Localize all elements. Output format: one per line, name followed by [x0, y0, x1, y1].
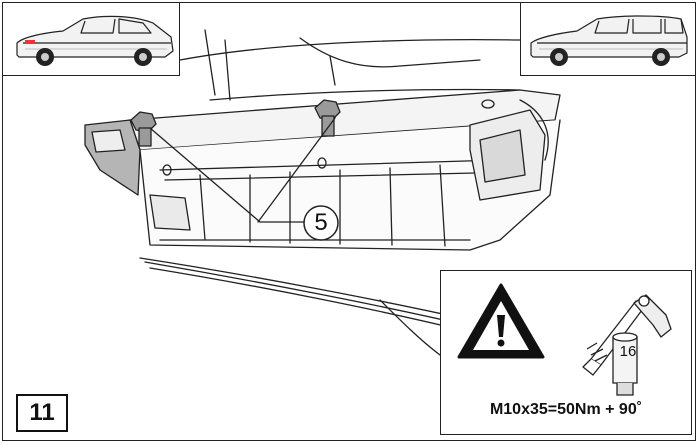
socket-icon: [612, 332, 638, 396]
part-callout-number: 5: [314, 209, 328, 236]
sedan-thumbnail: [2, 2, 180, 76]
warning-triangle-icon: [457, 283, 545, 359]
torque-spec-label: M10x35=50Nm + 90˚: [489, 401, 643, 418]
page-frame: [2, 2, 696, 441]
torque-wrench-icon: [582, 294, 672, 376]
callout-circle: [303, 205, 339, 241]
car-sedan-icon: [16, 15, 174, 66]
wagon-thumbnail: [520, 2, 696, 76]
car-wagon-icon: [530, 15, 688, 66]
torque-info-box: 16 M10x35=50Nm + 90˚: [440, 270, 692, 435]
step-number: 11: [16, 394, 68, 432]
socket-size-label: 16: [619, 342, 637, 360]
